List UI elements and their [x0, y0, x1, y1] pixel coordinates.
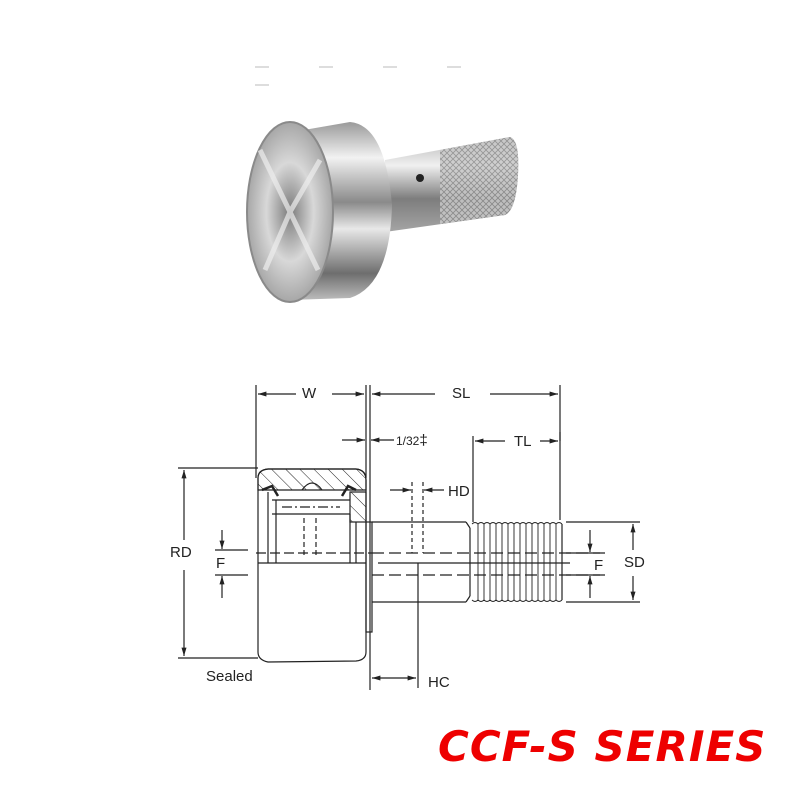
variant-label: Sealed	[206, 668, 253, 685]
dim-label-sd: SD	[624, 554, 645, 571]
dim-label-rd: RD	[170, 544, 192, 561]
dim-label-hc: HC	[428, 674, 450, 691]
clearance-fraction: 1/32	[396, 434, 420, 448]
faded-header-artifact	[255, 55, 545, 86]
dim-label-clearance: 1/32‡	[396, 433, 428, 448]
dim-label-f-left: F	[216, 555, 226, 572]
dim-label-w: W	[302, 385, 317, 402]
dim-label-tl: TL	[514, 433, 532, 450]
dim-label-hd: HD	[448, 483, 470, 500]
double-dagger-icon: ‡	[419, 432, 428, 449]
dim-label-sl: SL	[452, 385, 471, 402]
dim-label-f-right: F	[594, 557, 604, 574]
series-title: CCF-S SERIES	[438, 722, 767, 771]
